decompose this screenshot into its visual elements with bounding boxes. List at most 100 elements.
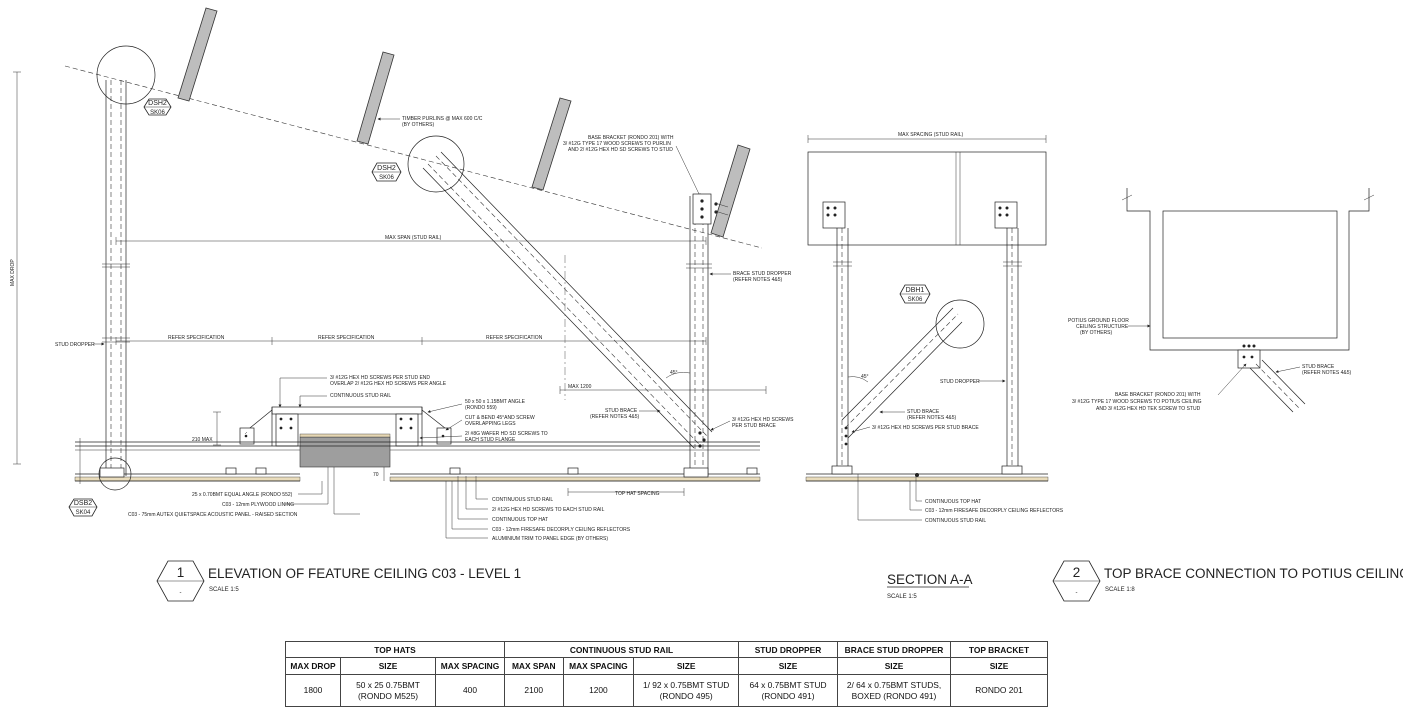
section-structure [807,151,1047,246]
value-dropper-size: 64 x 0.75BMT STUD(RONDO 491) [738,674,838,707]
top-brace-bracket [1237,349,1261,369]
callout-dbh1: DBH1 SK06 [899,284,931,304]
top-hat-spacing: TOP HAT SPACING [615,491,660,497]
subhead-max-spacing: MAX SPACING [435,657,505,675]
value-rail-spacing: 1200 [562,674,635,707]
max-1200-label: MAX 1200 [568,384,592,390]
hex-brace-note: 3/ #12G HEX HD SCREWS [732,417,794,423]
svg-text:DSH2: DSH2 [377,165,396,172]
group-brace-stud-dropper: BRACE STUD DROPPER [837,641,951,658]
schedule-subhead-row: MAX DROP SIZE MAX SPACING MAX SPAN MAX S… [285,657,1048,675]
title-scale: SCALE 1:5 [209,587,239,593]
title-text: SECTION A-A [887,572,973,587]
subhead-size: SIZE [633,657,739,675]
subhead-size: SIZE [837,657,951,675]
potius-note: POTIUS GROUND FLOOR [1068,318,1129,324]
svg-text:CEILING STRUCTURE: CEILING STRUCTURE [1076,324,1129,330]
title-scale: SCALE 1:8 [1105,587,1135,593]
svg-text:OVERLAPPING LEGS: OVERLAPPING LEGS [465,421,516,427]
continuous-stud-rail-note: CONTINUOUS STUD RAIL [330,393,391,399]
refer-spec-1: REFER SPECIFICATION [168,335,225,341]
group-stud-dropper: STUD DROPPER [738,641,838,658]
callout-sheet: SK06 [150,110,165,116]
angle-45: 45° [670,370,678,376]
svg-text:(REFER NOTES 4&5): (REFER NOTES 4&5) [590,414,640,420]
value-rail-size: 1/ 92 x 0.75BMT STUD(RONDO 495) [633,674,739,707]
value-top-bracket: RONDO 201 [950,674,1048,707]
section-max-spacing: MAX SPACING (STUD RAIL) [898,132,964,138]
subhead-max-span: MAX SPAN [504,657,564,675]
section-detail-circle [935,299,985,349]
bottom-note-top-hat: CONTINUOUS TOP HAT [492,517,548,523]
schedule-table: TOP HATS CONTINUOUS STUD RAIL STUD DROPP… [285,641,1048,707]
svg-text:(BY OTHERS): (BY OTHERS) [402,122,434,128]
subhead-size: SIZE [738,657,838,675]
title-text: ELEVATION OF FEATURE CEILING C03 - LEVEL… [208,566,521,581]
top-hat-clips [99,467,758,478]
cut-bend-note: CUT & BEND 45°AND SCREW [465,415,535,421]
refer-spec-3: REFER SPECIFICATION [486,335,543,341]
title-number: 1 [177,565,185,580]
subhead-max-drop: MAX DROP [285,657,341,675]
title-scale: SCALE 1:5 [887,594,917,600]
title-sub: - [1076,590,1078,596]
technical-drawing: MAX DROP STUD DROPPER DSH2 SK06 MAX SPAN… [10,7,1403,602]
elevation-drawing: MAX DROP STUD DROPPER DSH2 SK06 MAX SPAN… [10,7,794,542]
section-stud-dropper: STUD DROPPER [940,379,980,385]
bottom-note-stud-rail: CONTINUOUS STUD RAIL [492,497,553,503]
svg-text:AND 3/ #12G HEX HD TEK SCREW T: AND 3/ #12G HEX HD TEK SCREW TO STUD [1096,406,1201,412]
title-elevation: 1 - ELEVATION OF FEATURE CEILING C03 - L… [156,560,521,602]
title-text: TOP BRACE CONNECTION TO POTIUS CEILING [1104,566,1403,581]
stud-dropper-note: STUD DROPPER [55,342,95,348]
callout-dsb2: DSB2 SK04 [68,498,98,517]
subhead-size: SIZE [950,657,1048,675]
left-note-autex: C03 - 75mm AUTEX QUIETSPACE ACOUSTIC PAN… [128,512,298,518]
title-top-brace: 2 - TOP BRACE CONNECTION TO POTIUS CEILI… [1052,560,1403,602]
section-note-decorply: C03 - 12mm FIRESAFE DECORPLY CEILING REF… [925,508,1064,514]
max-span-label: MAX SPAN (STUD RAIL) [385,235,442,241]
svg-text:(REFER NOTES 4&5): (REFER NOTES 4&5) [733,277,783,283]
section-note-top-hat: CONTINUOUS TOP HAT [925,499,981,505]
value-max-drop: 1800 [285,674,341,707]
section-aa-drawing: MAX SPACING (STUD RAIL) 45° DBH1 [805,132,1064,524]
angle-note: 50 x 50 x 1.15BMT ANGLE [465,399,526,405]
svg-text:3/ #12G TYPE 17 WOOD SCREWS TO: 3/ #12G TYPE 17 WOOD SCREWS TO PURLIN [563,141,671,147]
value-top-hat-size: 50 x 25 0.75BMT(RONDO M525) [340,674,436,707]
svg-text:(BY OTHERS): (BY OTHERS) [1080,330,1112,336]
roof-line [64,65,763,249]
section-angle: 45° [861,374,869,380]
top-brace-base-bracket: BASE BRACKET (RONDO 201) WITH [1115,392,1201,398]
timber-purlin [356,51,395,145]
title-number: 2 [1073,565,1081,580]
refer-spec-2: REFER SPECIFICATION [318,335,375,341]
left-note-angle: 25 x 0.70BMT EQUAL ANGLE (RONDO 552) [192,492,293,498]
callout-id: DSH2 [148,100,167,107]
decorply-reflector [74,476,301,482]
svg-text:3/ #12G TYPE 17 WOOD SCREWS TO: 3/ #12G TYPE 17 WOOD SCREWS TO POTIUS CE… [1072,399,1202,405]
group-top-bracket: TOP BRACKET [950,641,1048,658]
max-drop-label: MAX DROP [10,259,16,286]
bottom-note-hex: 2/ #12G HEX HD SCREWS TO EACH STUD RAIL [492,507,605,513]
value-top-hat-spacing: 400 [435,674,505,707]
bottom-note-trim: ALUMINIUM TRIM TO PANEL EDGE (BY OTHERS) [492,536,608,542]
dim-70: 70 [373,472,379,478]
value-brace-dropper-size: 2/ 64 x 0.75BMT STUDS,BOXED (RONDO 491) [837,674,951,707]
svg-text:SK06: SK06 [908,297,923,303]
timber-purlin [177,7,218,102]
top-brace-drawing: POTIUS GROUND FLOOR CEILING STRUCTURE (B… [1068,188,1375,413]
section-stud-brace: STUD BRACE [907,409,940,415]
potius-ceiling-box [1162,210,1338,339]
value-max-span: 2100 [504,674,564,707]
stud-brace-diagonal [422,151,713,449]
callout-dsh2: DSH2 SK06 [143,98,172,116]
svg-text:(REFER NOTES 4&5): (REFER NOTES 4&5) [1302,370,1352,376]
svg-text:SK04: SK04 [76,510,91,516]
timber-purlin [710,144,751,238]
svg-text:EACH STUD FLANGE: EACH STUD FLANGE [465,437,516,443]
stud-brace-note: STUD BRACE [605,408,638,414]
wafer-screws-note: 2/ #8G WAFER HD SD SCREWS TO [465,431,548,437]
detail-circle [96,45,156,105]
svg-text:OVERLAP 2/ #12G HEX HD SCREWS: OVERLAP 2/ #12G HEX HD SCREWS PER ANGLE [330,381,447,387]
section-note-stud-rail: CONTINUOUS STUD RAIL [925,518,986,524]
acoustic-panel [299,436,391,468]
